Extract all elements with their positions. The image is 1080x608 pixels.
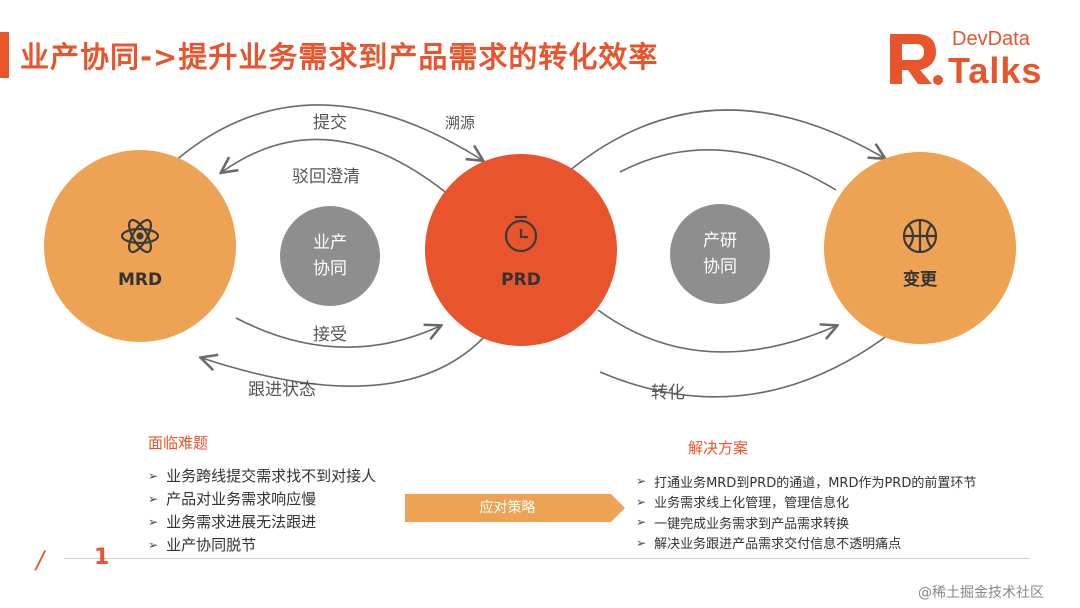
node-label-mrd: MRD: [118, 270, 162, 290]
collab-label-line2: 协同: [313, 259, 347, 279]
list-item-text: 一键完成业务需求到产品需求转换: [654, 516, 850, 532]
list-item-text: 业产协同脱节: [166, 536, 257, 554]
node-prd: PRD: [425, 154, 617, 346]
title-accent-bar: [0, 32, 9, 78]
devdata-talks-logo: DevData Talks: [886, 26, 1056, 91]
list-item: ➢ 业务需求线上化管理，管理信息化: [636, 492, 976, 513]
strategy-label: 应对策略: [479, 500, 536, 516]
chevron-right-icon: ➢: [148, 514, 159, 529]
node-change: 变更: [824, 152, 1016, 344]
source-credit: @稀土掘金技术社区: [918, 585, 1044, 601]
arc-convert: [599, 321, 906, 398]
collab-label-line2: 协同: [703, 257, 737, 277]
footer-divider: [64, 558, 1030, 559]
arc-prd-to-change-top: [552, 109, 884, 186]
arc-prd-to-change-bottom: [597, 309, 836, 353]
solutions-list: ➢ 打通业务MRD到PRD的通道，MRD作为PRD的前置环节 ➢ 业务需求线上化管理…: [636, 471, 976, 553]
chevron-right-icon: ➢: [636, 474, 647, 489]
problems-list: ➢业务跨线提交需求找不到对接人 ➢产品对业务需求响应慢 ➢业务需求进展无法跟进 …: [148, 464, 376, 556]
list-item: ➢ 产品对业务需求响应慢: [148, 487, 376, 510]
logo-text-devdata: DevData: [952, 28, 1030, 50]
list-item-text: 解决业务跟进产品需求交付信息不透明痛点: [654, 537, 902, 553]
chevron-right-icon: ➢: [148, 468, 159, 483]
chevron-right-icon: ➢: [148, 491, 159, 506]
collab-label-line1: 产研: [703, 231, 737, 251]
arc-reject-clarify: [222, 138, 456, 201]
list-item: ➢ 业务跨线提交需求找不到对接人: [148, 464, 376, 487]
page-number: 1: [94, 545, 110, 570]
arc-label-trace: 溯源: [445, 114, 475, 132]
solutions-title: 解决方案: [688, 439, 749, 457]
strategy-arrow: 应对策略: [405, 494, 625, 522]
list-item: ➢ 解决业务跟进产品需求交付信息不透明痛点: [636, 533, 976, 554]
list-item: ➢ 业产协同脱节: [148, 533, 376, 556]
list-item: ➢ 业务需求进展无法跟进: [148, 510, 376, 533]
arc-label-track: 跟进状态: [248, 380, 316, 400]
node-mrd: MRD: [44, 150, 236, 342]
collab-business-product: 业产 协同: [280, 206, 380, 306]
atom-icon: [120, 218, 160, 254]
list-item-text: 产品对业务需求响应慢: [166, 490, 317, 508]
list-item-text: 业务需求线上化管理，管理信息化: [654, 496, 850, 512]
list-item-text: 业务跨线提交需求找不到对接人: [166, 467, 377, 485]
arc-label-reject: 驳回澄清: [292, 167, 360, 187]
arc-label-accept: 接受: [313, 325, 347, 345]
list-item-text: 打通业务MRD到PRD的通道，MRD作为PRD的前置环节: [654, 475, 977, 491]
arc-label-submit: 提交: [313, 113, 347, 133]
chevron-right-icon: ➢: [636, 515, 647, 530]
collab-label-line1: 业产: [313, 233, 347, 253]
arrow-right-icon: [405, 494, 625, 522]
node-label-change: 变更: [903, 269, 938, 290]
node-label-prd: PRD: [501, 270, 541, 290]
logo-mark-icon: [890, 34, 943, 85]
arc-track-status: [202, 317, 501, 387]
collab-product-dev: 产研 协同: [670, 204, 770, 304]
basketball-icon: [902, 218, 938, 254]
list-item: ➢ 一键完成业务需求到产品需求转换: [636, 512, 976, 533]
arc-label-convert: 转化: [651, 383, 685, 403]
arc-accept: [235, 317, 440, 348]
problems-title: 面临难题: [148, 434, 209, 452]
chevron-right-icon: ➢: [636, 535, 647, 550]
list-item-text: 业务需求进展无法跟进: [166, 513, 317, 531]
arc-right-inner-top: [619, 149, 837, 191]
page-title: 业产协同->提升业务需求到产品需求的转化效率: [20, 40, 659, 74]
chevron-right-icon: ➢: [636, 494, 647, 509]
chevron-right-icon: ➢: [148, 537, 159, 552]
list-item: ➢ 打通业务MRD到PRD的通道，MRD作为PRD的前置环节: [636, 471, 976, 492]
clock-icon: [504, 215, 538, 253]
logo-text-talks: Talks: [948, 50, 1043, 91]
footer-slash: /: [36, 546, 45, 574]
arc-submit-trace: [164, 104, 482, 171]
